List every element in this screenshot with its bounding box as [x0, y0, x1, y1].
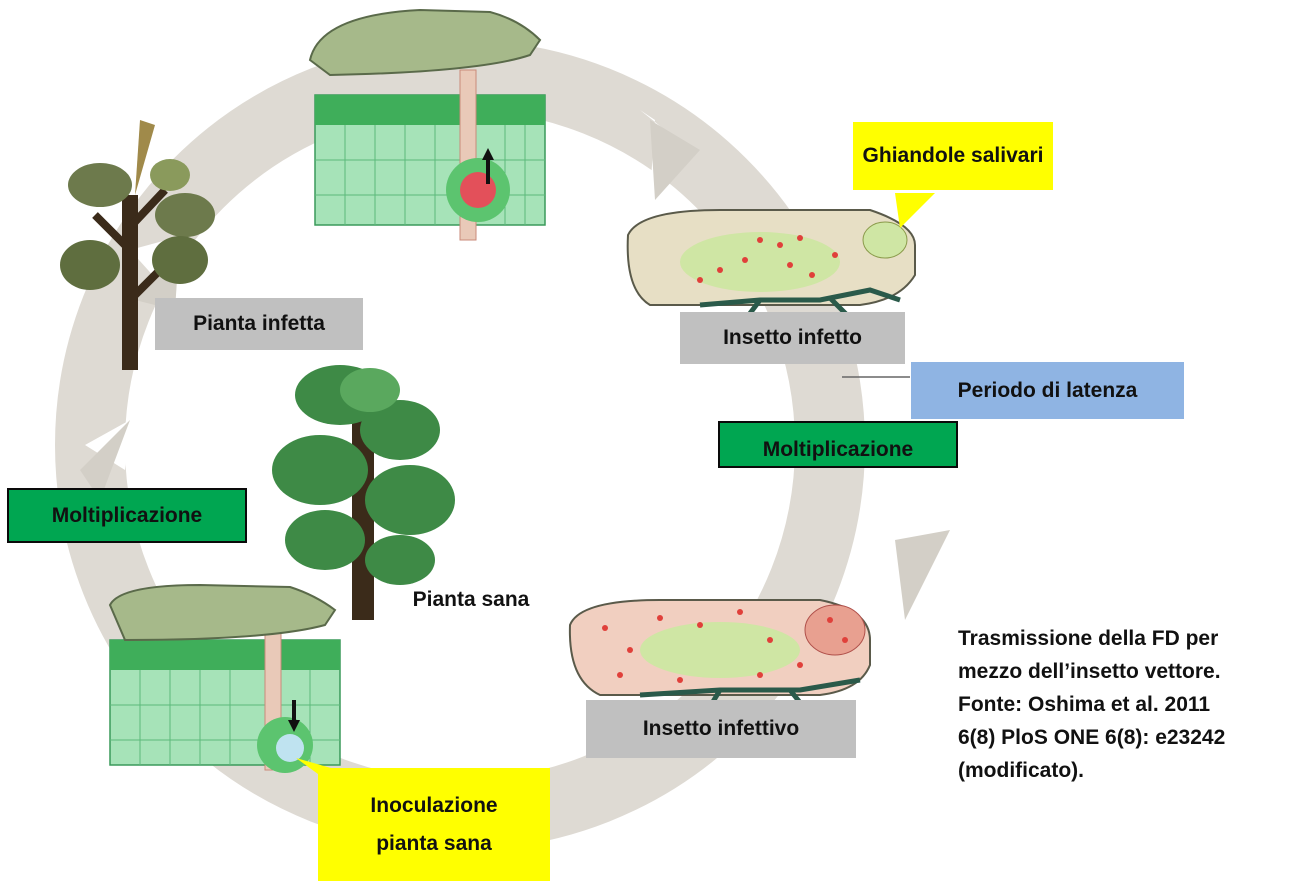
label-inoculazione-line1: Inoculazione: [370, 793, 498, 817]
label-inoculazione-line2: pianta sana: [376, 831, 492, 855]
caption-line-3: Fonte: Oshima et al. 2011: [958, 693, 1211, 716]
label-moltiplicazione-right: Moltiplicazione: [718, 421, 958, 468]
label-pianta-infetta: Pianta infetta: [155, 298, 363, 350]
label-moltiplicazione-left: Moltiplicazione: [7, 488, 247, 543]
salivary-glands-pointer: [895, 193, 935, 228]
leaf-section-top: [308, 8, 546, 241]
infective-insect: [568, 599, 871, 717]
figure-caption: Trasmissione della FD per mezzo dell’ins…: [958, 622, 1298, 787]
label-insetto-infetto: Insetto infetto: [680, 312, 905, 364]
label-pianta-sana: Pianta sana: [412, 588, 530, 611]
caption-line-2: mezzo dell’insetto vettore.: [958, 660, 1221, 683]
label-inoculazione: Inoculazione pianta sana: [318, 768, 550, 881]
label-periodo-di-latenza: Periodo di latenza: [911, 362, 1184, 419]
leaf-section-bottom: [108, 583, 341, 773]
infected-insect: [626, 209, 916, 322]
label-ghiandole-salivari: Ghiandole salivari: [853, 122, 1053, 190]
caption-line-4: 6(8) PloS ONE 6(8): e23242: [958, 726, 1226, 749]
infected-tree: [60, 120, 215, 370]
caption-line-5: (modificato).: [958, 759, 1084, 782]
caption-line-1: Trasmissione della FD per: [958, 627, 1219, 650]
label-insetto-infettivo: Insetto infettivo: [586, 700, 856, 758]
healthy-tree: [272, 365, 455, 620]
